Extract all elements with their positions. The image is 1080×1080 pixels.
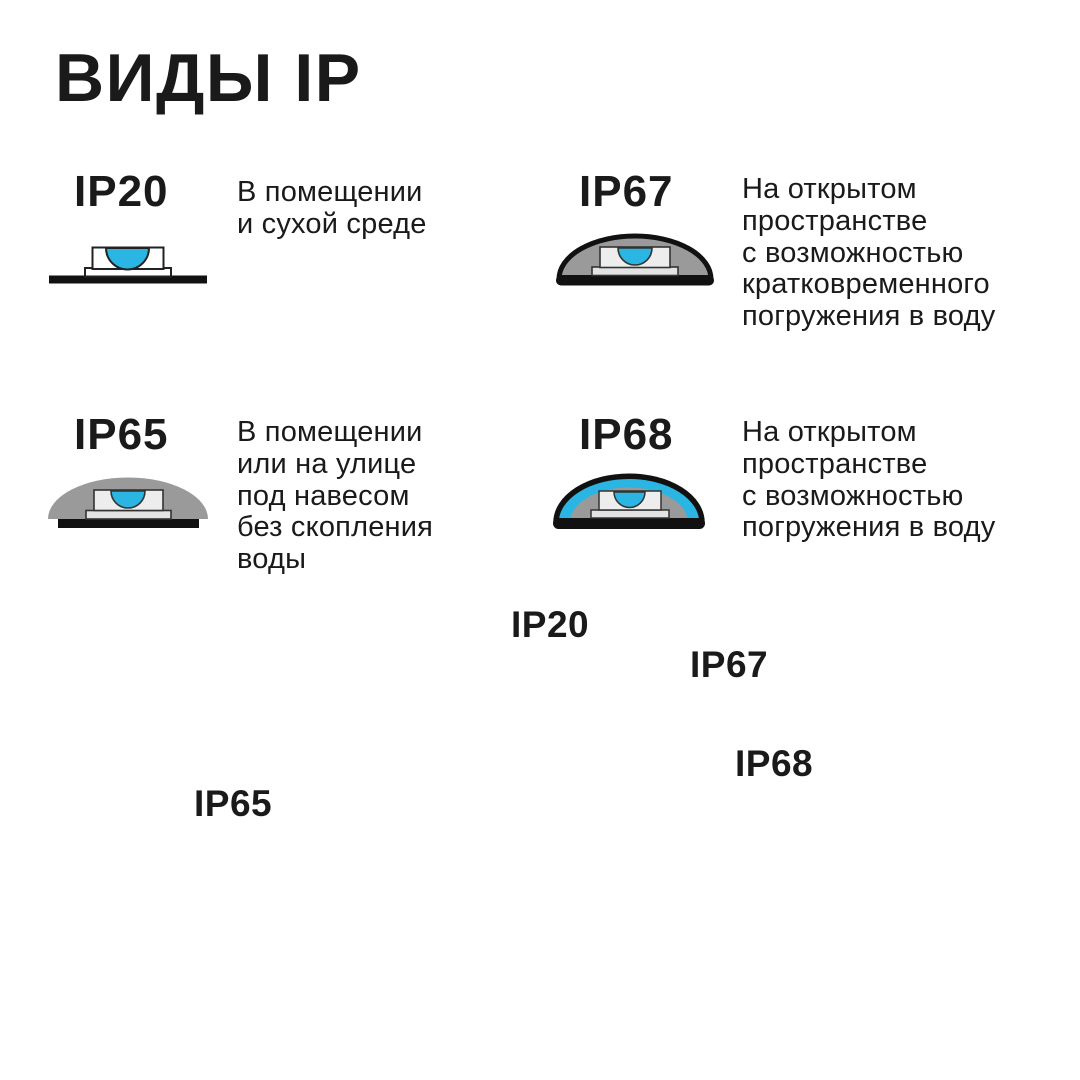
ip65-code: IP65 <box>74 410 169 459</box>
ip68-code: IP68 <box>579 410 674 459</box>
ip67-desc: На открытом пространстве с возможностью … <box>742 173 996 333</box>
house-illustration <box>0 580 1080 1080</box>
diagram-label-ip67: IP67 <box>690 644 769 685</box>
diagram-label-ip68: IP68 <box>735 743 814 784</box>
page-title: ВИДЫ IP <box>55 40 362 116</box>
ip20-desc: В помещении и сухой среде <box>237 176 427 240</box>
ip68-desc: На открытом пространстве с возможностью … <box>742 416 996 544</box>
ip68-icon <box>553 473 705 529</box>
ip67-code: IP67 <box>579 167 674 216</box>
ip65-icon <box>48 477 208 528</box>
ip20-code: IP20 <box>74 167 169 216</box>
ip20-icon <box>49 246 207 284</box>
ip65-desc: В помещении или на улице под навесом без… <box>237 416 434 576</box>
ip67-icon <box>556 233 714 286</box>
diagram-label-ip20: IP20 <box>511 604 590 645</box>
diagram-label-ip65: IP65 <box>194 783 273 824</box>
